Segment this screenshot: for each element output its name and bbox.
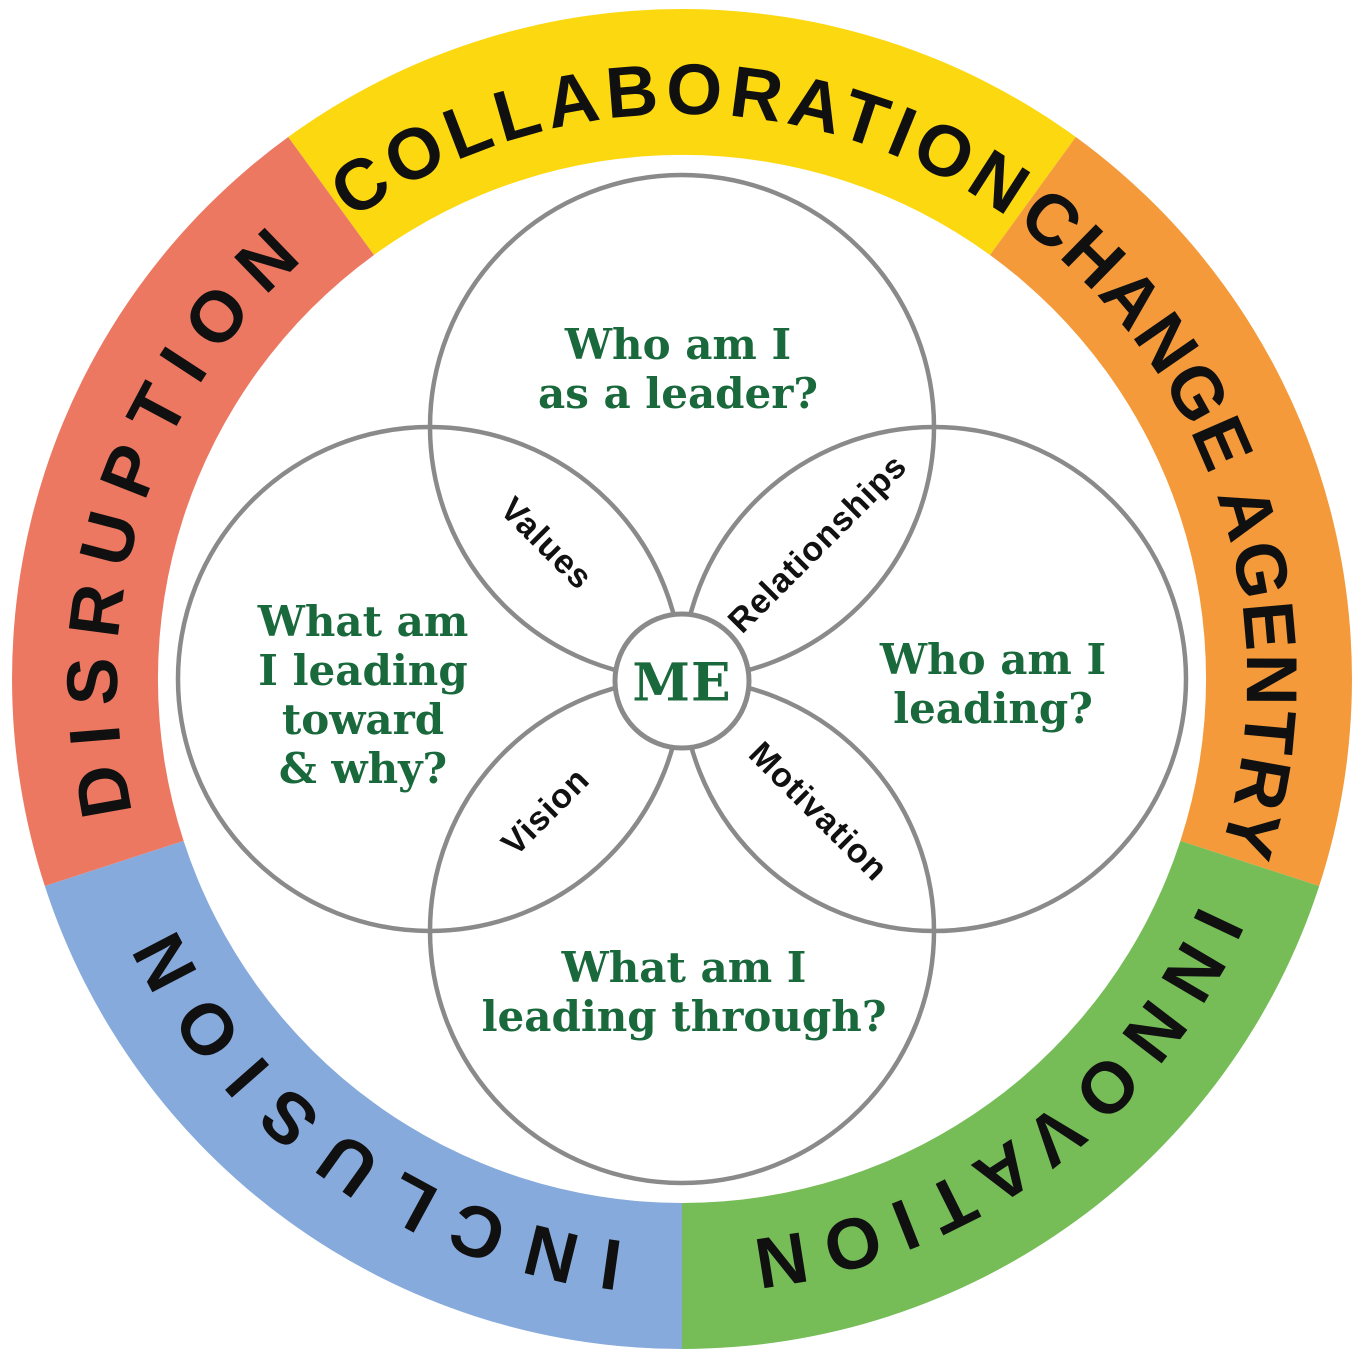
me-label: ME bbox=[632, 652, 732, 714]
question-bottom: What am I leading through? bbox=[481, 942, 887, 1041]
ring-segment-inclusion bbox=[44, 840, 683, 1349]
ring-segment-collaboration bbox=[288, 9, 1076, 256]
ring-segment-innovation bbox=[682, 840, 1320, 1349]
ring-segment-change-agentry bbox=[990, 137, 1352, 886]
question-right: Who am I leading? bbox=[879, 634, 1107, 733]
venn-circle-bottom bbox=[427, 676, 937, 1186]
question-top: Who am I as a leader? bbox=[537, 319, 819, 418]
question-left: What am I leading toward & why? bbox=[257, 596, 469, 794]
me-circle bbox=[612, 611, 752, 751]
venn-circle-top bbox=[427, 172, 937, 682]
ring-segment-disruption bbox=[12, 137, 375, 886]
